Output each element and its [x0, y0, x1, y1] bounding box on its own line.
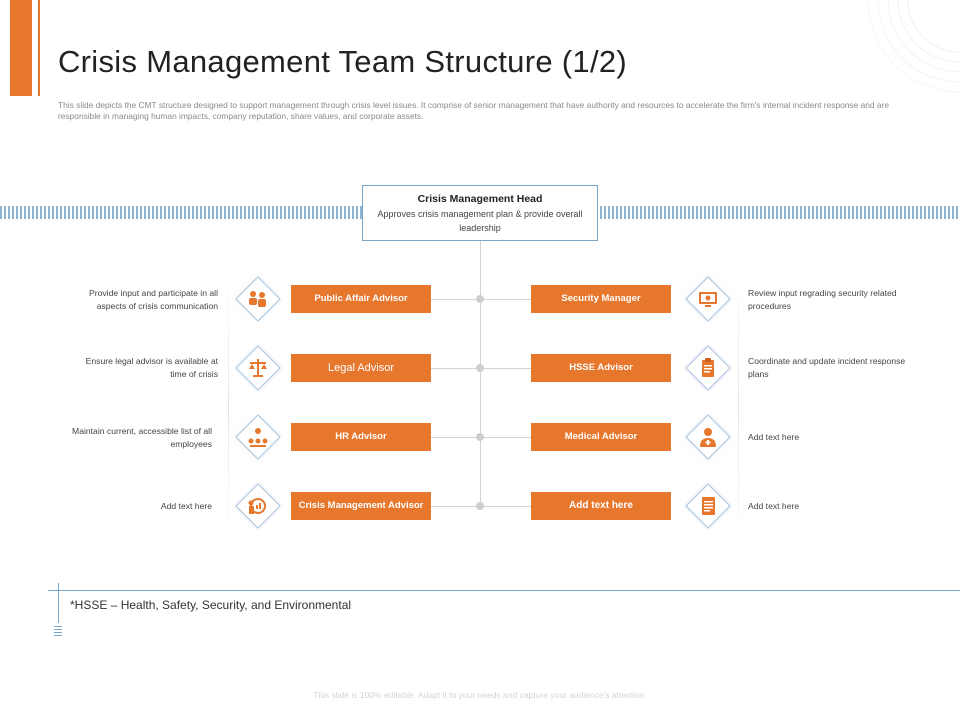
- slide-description: This slide depicts the CMT structure des…: [58, 100, 889, 121]
- bottom-note: This slide is 100% editable. Adapt it to…: [313, 690, 647, 700]
- connector-node-4: [476, 502, 484, 510]
- people-group-icon: [249, 291, 266, 307]
- left-icon-wrap-4: [235, 483, 281, 529]
- right-icon-wrap-1: [685, 276, 731, 322]
- scales-icon: [249, 359, 267, 377]
- role-box-legal-advisor: Legal Advisor: [291, 354, 431, 382]
- connector-node-2: [476, 364, 484, 372]
- footer-divider: [48, 590, 960, 591]
- trunk-line: [480, 241, 481, 507]
- right-role-text-2: Coordinate and update incident response …: [748, 356, 906, 379]
- role-box-public-affair-advisor: Public Affair Advisor: [291, 285, 431, 313]
- advisor-chart-icon: [248, 498, 266, 514]
- right-divider: [738, 268, 739, 544]
- right-role-text-1: Review input regrading security related …: [748, 288, 897, 311]
- left-role-text-3: Maintain current, accessible list of all…: [72, 426, 212, 449]
- right-role-text-3: Add text here: [748, 432, 800, 442]
- doctor-icon: [700, 428, 716, 447]
- footer-vertical-line: [58, 583, 59, 623]
- right-icon-wrap-3: [685, 414, 731, 460]
- page-title: Crisis Management Team Structure (1/2): [58, 44, 628, 79]
- team-network-icon: [248, 428, 268, 447]
- accent-bar: [10, 0, 32, 96]
- crisis-management-head-box: Crisis Management Head Approves crisis m…: [362, 185, 598, 241]
- right-role-text-4: Add text here: [748, 501, 800, 511]
- role-box-hsse-advisor: HSSE Advisor: [531, 354, 671, 382]
- footer-ticks: [54, 626, 62, 638]
- role-box-security-manager: Security Manager: [531, 285, 671, 313]
- role-box-medical-advisor: Medical Advisor: [531, 423, 671, 451]
- security-monitor-icon: [699, 292, 717, 307]
- document-icon: [702, 497, 715, 515]
- connector-node-1: [476, 295, 484, 303]
- left-icon-wrap-3: [235, 414, 281, 460]
- connector-node-3: [476, 433, 484, 441]
- left-icon-wrap-2: [235, 345, 281, 391]
- footnote: *HSSE – Health, Safety, Security, and En…: [70, 598, 352, 612]
- role-box-crisis-management-advisor: Crisis Management Advisor: [291, 492, 431, 520]
- left-icon-wrap-1: [235, 276, 281, 322]
- head-title: Crisis Management Head: [417, 193, 543, 205]
- decorative-circles-icon: [867, 0, 960, 93]
- clipboard-icon: [702, 358, 714, 377]
- left-role-text-2: Ensure legal advisor is available at tim…: [85, 356, 218, 379]
- role-box-add-text: Add text here: [531, 492, 671, 520]
- accent-line: [38, 0, 40, 96]
- role-box-hr-advisor: HR Advisor: [291, 423, 431, 451]
- left-role-text-4: Add text here: [160, 501, 212, 511]
- left-divider: [228, 268, 229, 544]
- right-icon-wrap-4: [685, 483, 731, 529]
- left-role-text-1: Provide input and participate in all asp…: [89, 288, 218, 311]
- head-description: Approves crisis management plan & provid…: [377, 209, 583, 233]
- right-icon-wrap-2: [685, 345, 731, 391]
